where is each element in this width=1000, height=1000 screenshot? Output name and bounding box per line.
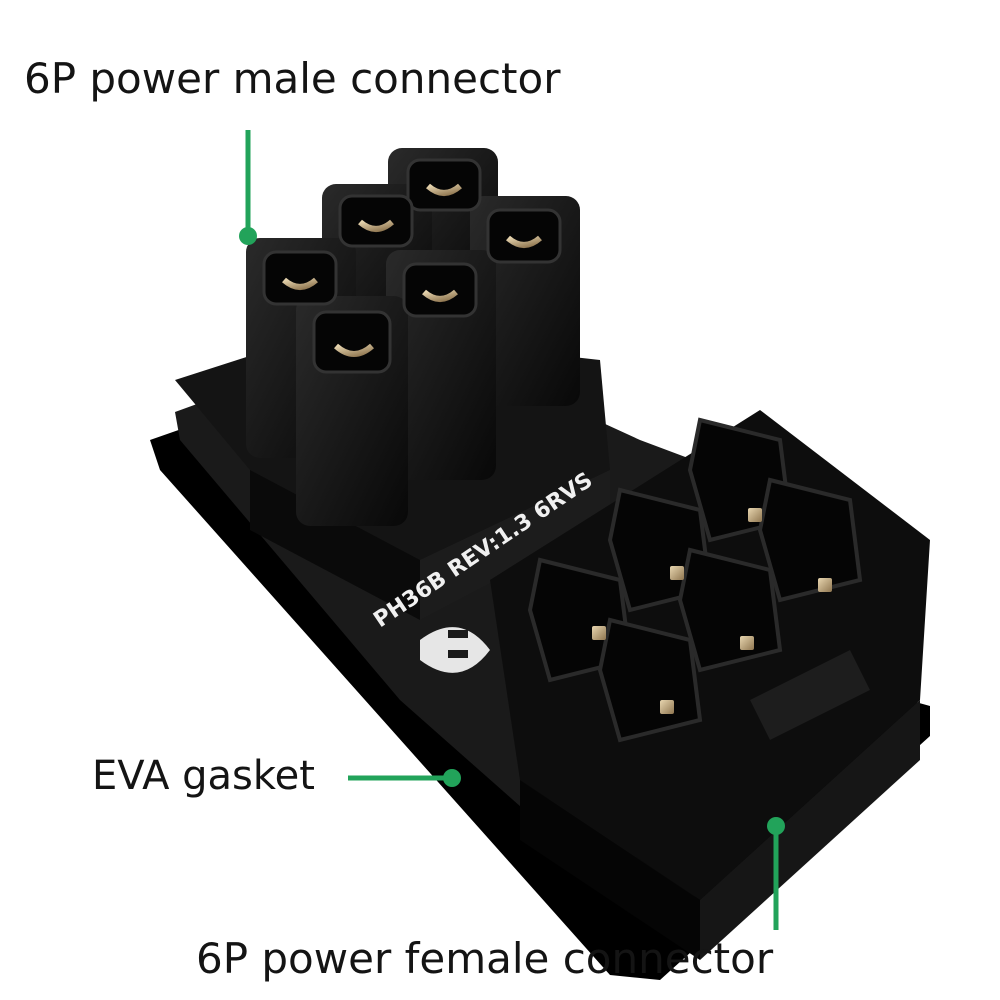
male-callout-dot xyxy=(239,227,257,245)
female-connector-housing xyxy=(490,410,930,960)
female-connector-label: 6P power female connector xyxy=(196,934,774,983)
female-connector-sockets xyxy=(527,417,863,743)
board-logo xyxy=(420,627,490,673)
eva-callout-dot xyxy=(443,769,461,787)
male-connector-pins xyxy=(246,148,580,526)
male-connector-label: 6P power male connector xyxy=(24,54,561,103)
eva-gasket-label: EVA gasket xyxy=(92,753,315,799)
callout-lines xyxy=(239,130,785,930)
female-callout-dot xyxy=(767,817,785,835)
